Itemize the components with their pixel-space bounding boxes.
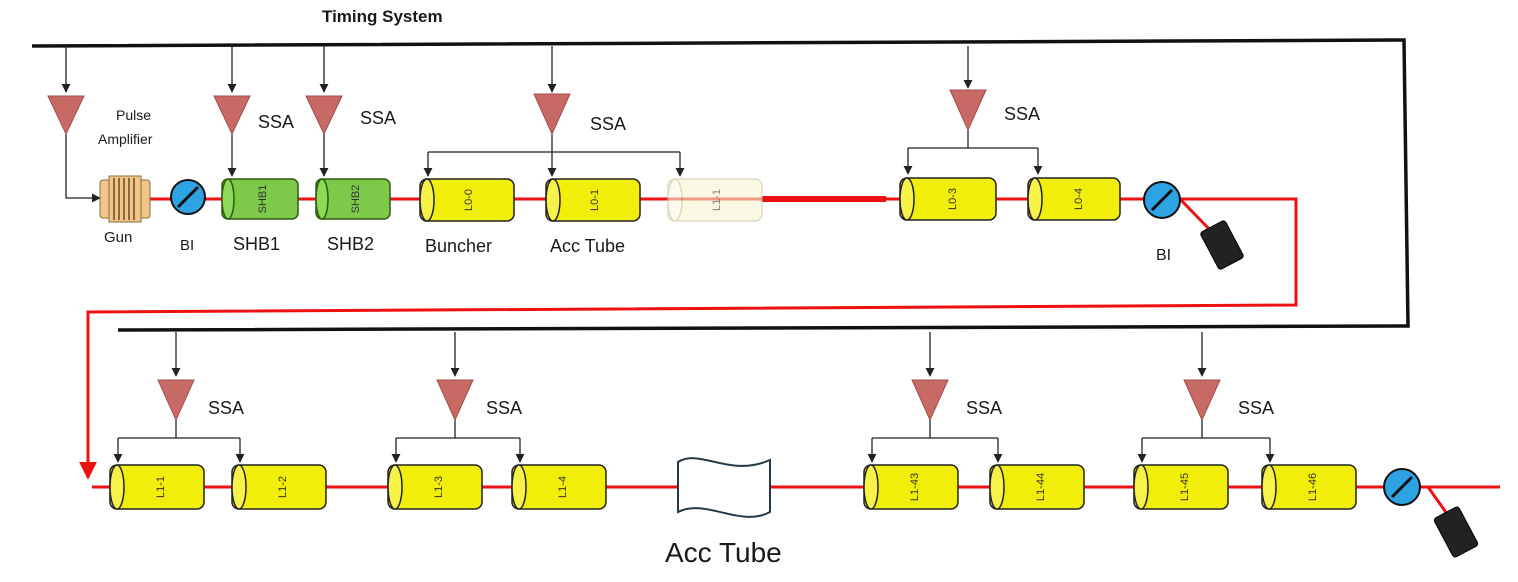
lower-beamline: SSA L1-1 L1-2 SSA L1-3 L1-4 SSA L1-43 L1-44 SSA L1… [109,332,1357,510]
ssa-label: SSA [1238,398,1274,418]
lower-ssa-group: SSA L1-43 L1-44 [863,332,1085,510]
ssa-label: SSA [486,398,522,418]
svg-text:L1-43: L1-43 [909,473,921,501]
ssa-amplifier-icon [436,379,474,422]
timing-bus [31,38,1410,332]
svg-text:L0-1: L0-1 [589,189,601,211]
svg-text:L1-44: L1-44 [1035,473,1047,501]
ssa-label: SSA [208,398,244,418]
ssa-amplifier-icon [305,95,343,136]
svg-text:L0-0: L0-0 [463,189,475,211]
cavity-l1-1: L1-1 [109,464,205,510]
ssa-amplifier-icon [1183,379,1221,422]
lower-ssa-group: SSA L1-1 L1-2 [109,332,327,510]
acc-tube-cavity: L0-1 [545,178,641,222]
ssa-label: SSA [360,108,396,128]
acc-tube-icon [677,457,771,518]
buncher-ssa-branch [423,46,685,177]
cavity-l0-3: L0-3 [899,177,997,221]
ssa-amplifier-icon [949,89,987,132]
svg-text:L1-1: L1-1 [711,189,723,211]
svg-text:L1-2: L1-2 [277,476,289,498]
buncher-cavity: L0-0 [419,178,515,222]
ssa-label: SSA [966,398,1002,418]
bi-end-label: BI [1156,247,1171,264]
ssa-label: SSA [590,114,626,134]
cavity-l1-4: L1-4 [511,464,607,510]
cavity-l1-3: L1-3 [387,464,483,510]
buncher-label: Buncher [425,236,492,256]
pulse-amplifier-branch [61,46,101,203]
cavity-l0-4: L0-4 [1027,177,1121,221]
ssa-label: SSA [1004,104,1040,124]
svg-text:L1-45: L1-45 [1179,473,1191,501]
pulse-amplifier-label-line1: Pulse [116,107,151,123]
ssa-amplifier-icon [157,379,195,422]
cavity-l1-45: L1-45 [1133,464,1229,510]
faded-cavity: L1-1 [667,178,763,222]
shb2-label: SHB2 [327,234,374,254]
pulse-amplifier-label-line2: Amplifier [98,131,153,147]
ssa-amplifier-icon [911,379,949,422]
beam-dump-icon [1433,506,1479,558]
svg-text:L1-4: L1-4 [557,476,569,498]
electron-gun-icon [99,175,151,223]
beam-dump-icon [1200,220,1244,270]
shb1-cavity: SHB1 [221,178,299,220]
svg-text:L0-4: L0-4 [1073,188,1085,210]
ssa-label: SSA [258,112,294,132]
svg-text:L0-3: L0-3 [947,188,959,210]
cavity-l1-44: L1-44 [989,464,1085,510]
acc-tube-lower-label: Acc Tube [665,537,782,568]
svg-text:SHB1: SHB1 [257,185,269,214]
shb2-cavity: SHB2 [315,178,391,220]
ssa-amplifier-icon [533,93,571,136]
l0-ssa-branch [903,46,1043,175]
svg-text:L1-3: L1-3 [433,476,445,498]
svg-text:SHB2: SHB2 [350,185,362,214]
beam-instrumentation-icon [170,179,206,215]
timing-system-title: Timing System [322,7,443,26]
beam-instrumentation-icon [1383,468,1421,506]
bi-label: BI [180,237,194,254]
acc-tube-label: Acc Tube [550,236,625,256]
cavity-l1-46: L1-46 [1261,464,1357,510]
cavity-l1-2: L1-2 [231,464,327,510]
gun-label: Gun [104,229,132,246]
lower-ssa-group: SSA L1-3 L1-4 [387,332,607,510]
shb1-label: SHB1 [233,234,280,254]
pulse-amplifier-icon [47,95,85,136]
ssa-amplifier-icon [213,95,251,136]
cavity-l1-43: L1-43 [863,464,959,510]
svg-text:L1-46: L1-46 [1307,473,1319,501]
beam-instrumentation-icon [1143,181,1181,219]
lower-ssa-group: SSA L1-45 L1-46 [1133,332,1357,510]
svg-text:L1-1: L1-1 [155,476,167,498]
